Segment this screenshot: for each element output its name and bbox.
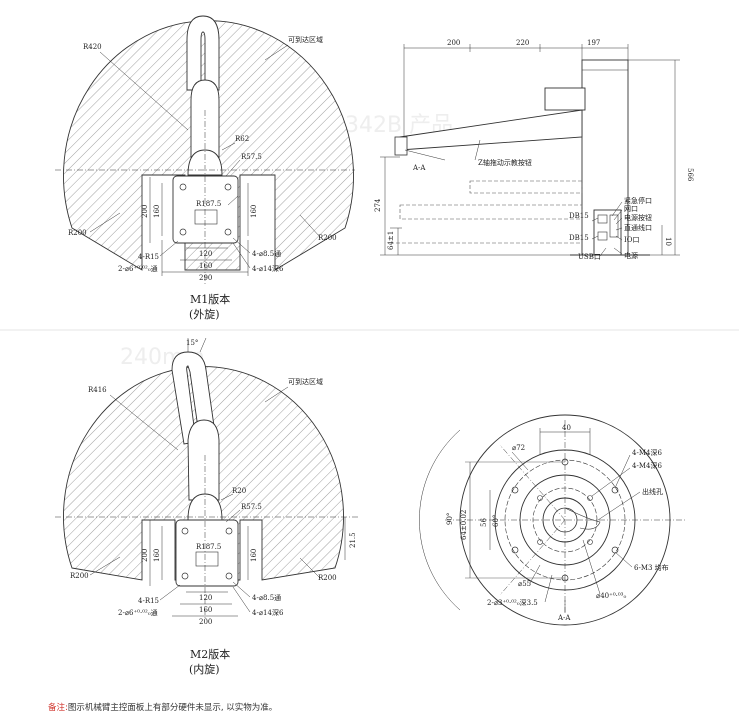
- m2-caption-sub: (内旋): [189, 662, 220, 676]
- side-io-label: IO口: [624, 236, 640, 244]
- m1-dim-160-h: 160: [199, 262, 212, 270]
- m2-base: [175, 519, 239, 587]
- m2-dim-160-h: 160: [199, 606, 212, 614]
- side-power-label: 电源: [624, 251, 638, 260]
- side-dim-200: 200: [447, 39, 460, 47]
- side-estop-label: 紧急停口: [624, 196, 652, 205]
- flange-d55-label: ⌀55: [518, 580, 531, 588]
- side-z-button-label: Z轴拖动示教按钮: [478, 158, 532, 167]
- m2-dim-200-h: 200: [199, 618, 212, 626]
- flange-section-aa: A-A: [557, 614, 571, 622]
- m1-base: [172, 175, 239, 244]
- m1-top-view: R420 可到达区域 R62 R57.5 R187.5 R200 R200 20…: [55, 15, 355, 321]
- footnote: 备注:图示机械臂主控面板上有部分硬件未显示, 以实物为准。: [48, 701, 277, 713]
- side-comm-label: 直通线口: [624, 223, 652, 232]
- side-base-panel: [593, 209, 622, 256]
- m1-dim-120: 120: [199, 250, 212, 258]
- side-dim-197: 197: [587, 39, 600, 47]
- m2-arm-lower: [187, 419, 220, 501]
- m2-r200-right-label: R200: [318, 574, 337, 582]
- m1-r200-right-label: R200: [318, 234, 337, 242]
- m1-r15-label: 4-R15: [138, 253, 159, 261]
- flange-d40-label: ⌀40⁺⁰·⁰³₀: [596, 592, 626, 600]
- m1-r187-label: R187.5: [196, 200, 221, 208]
- m2-pin-label: 2-⌀6⁺⁰·⁰²₀通: [118, 608, 158, 617]
- m2-r57-label: R57.5: [241, 503, 262, 511]
- m2-hole-a-label: 4-⌀8.5通: [252, 593, 281, 602]
- side-dim-274: 274: [374, 198, 382, 212]
- flange-m3-label: 6-M3 均布: [634, 563, 669, 572]
- m2-r187-label: R187.5: [196, 543, 221, 551]
- side-dim-10: 10: [664, 237, 672, 246]
- m1-r57-label: R57.5: [241, 153, 262, 161]
- m2-top-view: 15° R416 可到达区域 R20 R57.5 R187.5 R200 R20…: [55, 337, 360, 676]
- flange-view: 40 ⌀72 4-M4深6 4-M4深6 出线孔 6-M3 均布 ⌀55 ⌀40…: [419, 414, 685, 626]
- side-dim-220: 220: [516, 39, 529, 47]
- side-power-button-label: 电源按钮: [624, 213, 652, 222]
- flange-dim-60: 60°: [492, 515, 500, 527]
- flange-d72-label: ⌀72: [512, 444, 525, 452]
- flange-dim-64: 64±0.02: [460, 510, 468, 540]
- m2-hole-b-label: 4-⌀14深6: [252, 608, 284, 617]
- side-dim-566: 566: [686, 168, 694, 182]
- flange-angle-90: 90°: [446, 513, 454, 525]
- m2-angle-15: 15°: [186, 339, 198, 347]
- m2-dim-120: 120: [199, 594, 212, 602]
- m2-dim-21-5: 21.5: [349, 532, 357, 548]
- m2-caption: M2版本: [190, 647, 230, 661]
- m2-reach-label: 可到达区域: [288, 377, 323, 386]
- m1-dim-290: 290: [199, 274, 212, 282]
- flange-cable-label: 出线孔: [642, 487, 663, 496]
- flange-m4b-label: 4-M4深6: [632, 461, 662, 470]
- flange-dim-56: 56: [480, 518, 488, 527]
- m1-dim-160-vr: 160: [250, 205, 258, 218]
- m2-r200-left-label: R200: [70, 572, 89, 580]
- side-dim-64: 64±1: [387, 231, 395, 250]
- footnote-label: 备注:: [48, 703, 68, 713]
- side-db15-1-label: DB15: [569, 212, 589, 220]
- side-upper-arm: [544, 87, 586, 111]
- side-section-aa: A-A: [412, 164, 426, 172]
- footnote-text: 图示机械臂主控面板上有部分硬件未显示, 以实物为准。: [67, 703, 278, 713]
- flange-dim-40: 40: [562, 424, 571, 432]
- m1-dim-160-v: 160: [153, 205, 161, 218]
- side-view: 200 220 197 566 274 64±1 10 A-A Z轴拖动示教按钮…: [374, 39, 694, 261]
- m2-dim-200-v: 200: [141, 549, 149, 562]
- m1-caption-sub: (外旋): [189, 307, 220, 321]
- m2-dim-160-vr: 160: [250, 549, 258, 562]
- m1-reach-label: 可到达区域: [288, 35, 323, 44]
- m1-arm-upper: [186, 15, 220, 91]
- m2-r15-label: 4-R15: [138, 597, 159, 605]
- m2-r20-label: R20: [232, 487, 246, 495]
- side-usb-label: USB口: [578, 253, 601, 261]
- side-net-label: 网口: [624, 205, 638, 213]
- side-db15-2-label: DB15: [569, 234, 589, 242]
- m1-pin-label: 2-⌀6⁺⁰·⁰²₀通: [118, 264, 158, 273]
- m2-r416-label: R416: [88, 386, 107, 394]
- m1-hole-b-label: 4-⌀14深6: [252, 264, 284, 273]
- m1-r420-label: R420: [83, 43, 102, 51]
- flange-m4a-label: 4-M4深6: [632, 448, 662, 457]
- m1-dim-200: 200: [141, 205, 149, 218]
- m1-hole-a-label: 4-⌀8.5通: [252, 249, 281, 258]
- flange-pin-label: 2-⌀3⁺⁰·⁰²₀深3.5: [487, 598, 538, 607]
- m1-r200-left-label: R200: [68, 229, 87, 237]
- m1-caption: M1版本: [190, 292, 230, 306]
- m2-dim-160-v: 160: [153, 549, 161, 562]
- m1-r62-label: R62: [235, 135, 249, 143]
